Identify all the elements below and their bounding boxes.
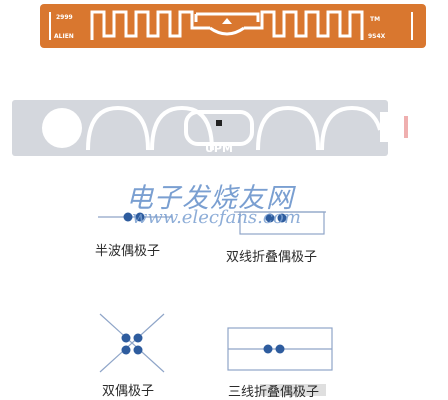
alien-rfid-tag [40, 4, 426, 48]
alien-left-meander [90, 10, 210, 40]
alien-tag-number: 2999 [56, 14, 73, 21]
upm-edge-mark [404, 116, 408, 138]
upm-chip [216, 120, 222, 126]
double-dot-br [133, 345, 143, 355]
label-half-wave-dipole: 半波偶极子 [95, 244, 161, 259]
alien-tag-brand: ALIEN [54, 33, 74, 40]
half-wave-dot-left [123, 212, 133, 222]
double-dot-tr [133, 333, 143, 343]
upm-sd-logo: SD [50, 119, 74, 137]
three-wire-dot-left [263, 344, 273, 354]
alien-tag-model: 9S4X [368, 33, 386, 40]
alien-edge-loop [49, 12, 413, 40]
watermark-title: 电子发烧友网 [126, 183, 294, 214]
upm-sd-circle [42, 108, 82, 148]
alien-chip-triangle [222, 18, 232, 24]
upm-tag-body [12, 100, 388, 156]
folded-dot-right [277, 213, 287, 223]
half-wave-dipole-diagram [98, 212, 172, 222]
watermark-url: www.elecfans.com [132, 207, 301, 228]
label-three-wire-dipole: 三线折叠偶极子 [228, 385, 320, 400]
folded-dot-left [265, 213, 275, 223]
alien-tag-mark: TM [370, 16, 381, 23]
upm-center-loop [184, 110, 254, 146]
upm-left-arches [86, 105, 214, 151]
upm-right-arches [256, 105, 382, 151]
alien-center-loop [194, 12, 260, 36]
three-wire-label-blur [260, 384, 326, 396]
double-dot-tl [121, 333, 131, 343]
upm-rfid-tag [12, 100, 410, 156]
double-dot-bl [121, 345, 131, 355]
label-folded-dipole: 双线折叠偶极子 [226, 250, 318, 265]
three-wire-dipole-diagram [227, 327, 333, 396]
alien-right-meander [244, 10, 364, 40]
half-wave-dot-right [135, 212, 145, 222]
folded-loop [239, 211, 325, 235]
double-dipole-line-b [99, 313, 165, 373]
three-wire-dot-right [275, 344, 285, 354]
folded-dipole-diagram [234, 211, 326, 235]
label-double-dipole: 双偶极子 [102, 384, 155, 399]
double-dipole-diagram [99, 313, 165, 373]
upm-brand-label: UPM [205, 142, 233, 155]
